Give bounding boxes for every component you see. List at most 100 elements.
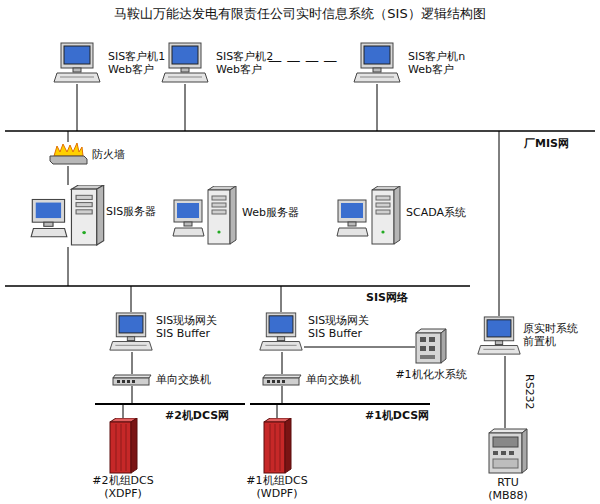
device-caption: 原实时系统前置机 xyxy=(523,322,578,348)
device-caption: SIS现场网关SIS Buffer xyxy=(308,314,369,340)
switch-icon xyxy=(112,374,152,386)
network-device: SIS现场网关SIS Buffer xyxy=(258,312,304,352)
network-device: 防火墙 xyxy=(48,142,88,166)
device-caption: RTU(MB88) xyxy=(488,476,528,502)
device-label: 单向交换机 xyxy=(156,373,211,386)
gateway-cable xyxy=(131,286,132,312)
switch-cable xyxy=(132,386,133,404)
network-label: 厂MIS网 xyxy=(524,136,569,151)
switch-icon xyxy=(262,374,302,386)
dcs-cable xyxy=(277,404,278,418)
network-device: Web服务器 xyxy=(172,186,238,246)
network-device: #1机化水系统 xyxy=(415,328,447,364)
device-label: (MB88) xyxy=(488,489,528,502)
computer-icon xyxy=(160,42,210,84)
network-lines xyxy=(5,84,595,418)
device-label: SIS客户机2 xyxy=(216,50,273,63)
dcs-bus xyxy=(95,403,245,405)
device-label: SCADA系统 xyxy=(406,206,466,219)
device-caption: SIS服务器 xyxy=(106,205,156,218)
network-device: SIS客户机2Web客户 xyxy=(160,42,210,84)
server-cable xyxy=(68,247,69,286)
device-label: 单向交换机 xyxy=(306,373,361,386)
network-label: #2机DCS网 xyxy=(165,408,229,423)
network-device: SCADA系统 xyxy=(336,186,402,246)
dcs-cabinet-icon xyxy=(262,418,292,474)
gateway-cable xyxy=(281,286,282,312)
device-caption: 单向交换机 xyxy=(156,373,211,386)
diagram-title: 马鞍山万能达发电有限责任公司实时信息系统（SIS）逻辑结构图 xyxy=(0,5,600,23)
client-cable xyxy=(377,84,378,131)
device-caption: #2机组DCS(XDPF) xyxy=(92,474,153,500)
network-device: SIS现场网关SIS Buffer xyxy=(108,312,154,352)
device-caption: 防火墙 xyxy=(92,148,125,161)
computer-icon xyxy=(476,316,522,356)
network-device: #1机组DCS(WDPF) xyxy=(262,418,292,474)
network-device: #2机组DCS(XDPF) xyxy=(108,418,138,474)
computer-icon xyxy=(258,312,304,352)
connector xyxy=(68,166,69,185)
device-caption: SIS现场网关SIS Buffer xyxy=(156,314,217,340)
device-label: (XDPF) xyxy=(92,487,153,500)
device-label: SIS Buffer xyxy=(156,327,217,340)
network-device: RTU(MB88) xyxy=(488,428,528,474)
firewall-icon xyxy=(48,142,88,166)
network-device: SIS服务器 xyxy=(30,185,106,247)
connector xyxy=(282,352,283,374)
network-label: #1机DCS网 xyxy=(365,408,429,423)
device-label: SIS Buffer xyxy=(308,327,369,340)
server-icon xyxy=(30,185,106,247)
device-caption: #1机组DCS(WDPF) xyxy=(246,474,307,500)
device-label: 原实时系统 xyxy=(523,322,578,335)
network-device: SIS客户机nWeb客户 xyxy=(352,42,402,84)
connector xyxy=(304,347,415,348)
device-label: Web客户 xyxy=(108,63,165,76)
dcs-cabinet-icon xyxy=(108,418,138,474)
device-label: #1机组DCS xyxy=(246,474,307,487)
device-caption: SIS客户机1Web客户 xyxy=(108,50,165,76)
device-label: #2机组DCS xyxy=(92,474,153,487)
network-label: SIS网络 xyxy=(366,290,408,305)
equipment-icon xyxy=(415,328,447,364)
dcs-cable xyxy=(123,404,124,418)
device-label: (WDPF) xyxy=(246,487,307,500)
connector xyxy=(505,356,506,428)
rtu-icon xyxy=(488,428,528,474)
network-device: SIS客户机1Web客户 xyxy=(52,42,102,84)
device-label: Web客户 xyxy=(216,63,273,76)
mis-bus xyxy=(5,130,595,132)
device-caption: Web服务器 xyxy=(242,206,299,219)
device-caption: SCADA系统 xyxy=(406,206,466,219)
switch-cable xyxy=(282,386,283,404)
connector-label: RS232 xyxy=(523,374,536,410)
device-caption: 单向交换机 xyxy=(306,373,361,386)
network-device: 单向交换机 xyxy=(112,374,152,386)
sis-bus xyxy=(5,285,470,287)
network-label: — — — — xyxy=(268,52,337,68)
device-label: #1机化水系统 xyxy=(395,368,466,381)
device-label: 前置机 xyxy=(523,335,578,348)
computer-icon xyxy=(108,312,154,352)
device-label: Web服务器 xyxy=(242,206,299,219)
server-icon xyxy=(172,186,238,246)
client-cable xyxy=(185,84,186,131)
computer-icon xyxy=(52,42,102,84)
device-label: 防火墙 xyxy=(92,148,125,161)
device-label: SIS服务器 xyxy=(106,205,156,218)
network-device: 原实时系统前置机 xyxy=(476,316,522,356)
computer-icon xyxy=(352,42,402,84)
device-label: Web客户 xyxy=(408,63,465,76)
device-label: RTU xyxy=(488,476,528,489)
firewall-cable xyxy=(68,131,69,142)
device-caption: SIS客户机nWeb客户 xyxy=(408,50,465,76)
device-caption: SIS客户机2Web客户 xyxy=(216,50,273,76)
device-caption: #1机化水系统 xyxy=(395,368,466,381)
device-label: SIS现场网关 xyxy=(308,314,369,327)
device-label: SIS现场网关 xyxy=(156,314,217,327)
network-device: 单向交换机 xyxy=(262,374,302,386)
frontend-cable xyxy=(499,131,500,316)
device-label: SIS客户机1 xyxy=(108,50,165,63)
server-icon xyxy=(336,186,402,246)
client-cable xyxy=(77,84,78,131)
